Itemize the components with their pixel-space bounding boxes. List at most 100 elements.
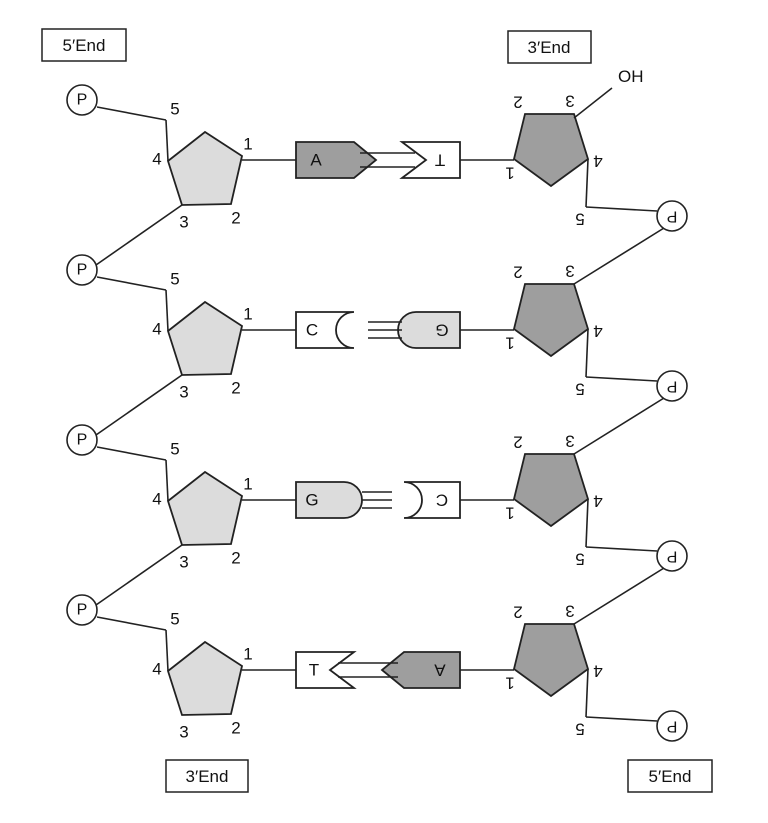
base-letter-right: G [435, 321, 448, 340]
phosphate-label: P [667, 208, 678, 225]
c5-bond [585, 498, 589, 548]
deoxyribose-sugar-left [166, 640, 244, 716]
phosphate-bond [96, 106, 167, 121]
base-guanine [295, 481, 363, 519]
phosphate-label: P [77, 602, 88, 619]
base-letter-left: C [306, 321, 318, 340]
base-thymine [295, 651, 357, 689]
carbon-label-3: 3 [179, 723, 188, 742]
base-guanine [397, 311, 461, 349]
carbon-label-1: 1 [243, 305, 252, 324]
deoxyribose-sugar-left [166, 130, 244, 206]
phosphate-label: P [77, 432, 88, 449]
carbon-label-3: 3 [565, 432, 574, 451]
phosphate-label: P [77, 262, 88, 279]
carbon-label-3: 3 [565, 262, 574, 281]
carbon-label-1: 1 [505, 674, 514, 693]
deoxyribose-sugar-right [512, 113, 590, 188]
deoxyribose-sugar-left [166, 300, 244, 376]
phosphate-group: P [656, 710, 688, 742]
phosphate-circle [656, 370, 688, 402]
phosphate-group: P [656, 200, 688, 232]
carbon-label-2: 2 [231, 719, 240, 738]
phosphate-bond [585, 716, 658, 722]
phosphate-bond [585, 546, 658, 552]
deoxyribose-sugar-right [512, 453, 590, 528]
phosphate-group: P [66, 254, 98, 286]
base-letter-right: A [434, 661, 446, 680]
carbon-label-4: 4 [593, 152, 602, 171]
phosphate-circle [656, 710, 688, 742]
carbon-label-4: 4 [152, 660, 161, 679]
carbon-label-4: 4 [593, 492, 602, 511]
carbon-label-3: 3 [565, 602, 574, 621]
carbon-label-3: 3 [179, 553, 188, 572]
carbon-label-5: 5 [575, 720, 584, 739]
base-letter-left: A [310, 151, 322, 170]
c5-bond [165, 629, 169, 672]
phosphodiester-bond [95, 374, 183, 436]
base-letter-left: G [305, 491, 318, 510]
base-cytosine [403, 481, 461, 519]
phosphate-group: P [656, 370, 688, 402]
deoxyribose-sugar-right [512, 283, 590, 358]
base-adenine [380, 651, 461, 689]
phosphodiester-bond [573, 227, 665, 285]
carbon-label-5: 5 [170, 440, 179, 459]
base-adenine [295, 141, 378, 179]
c5-bond [585, 668, 589, 718]
phosphate-circle [66, 254, 98, 286]
base-thymine [399, 141, 461, 179]
base-letter-right: T [435, 151, 445, 170]
carbon-label-4: 4 [593, 662, 602, 681]
phosphate-bond [585, 206, 658, 212]
carbon-label-2: 2 [231, 379, 240, 398]
carbon-label-4: 4 [593, 322, 602, 341]
end-label-text: 5′End [649, 767, 692, 786]
carbon-label-5: 5 [170, 270, 179, 289]
end-label-top-left: 5′End [41, 28, 127, 62]
phosphate-group: P [66, 84, 98, 116]
phosphate-label: P [77, 92, 88, 109]
end-label-top-right: 3′End [507, 30, 592, 64]
phosphate-bond [585, 376, 658, 382]
c5-bond [585, 158, 589, 208]
carbon-label-5: 5 [575, 210, 584, 229]
end-label-text: 3′End [186, 767, 229, 786]
c5-bond [165, 289, 169, 332]
hydroxyl-bond [573, 87, 613, 119]
base-cytosine [295, 311, 355, 349]
phosphodiester-bond [573, 397, 665, 455]
phosphate-circle [656, 200, 688, 232]
carbon-label-2: 2 [513, 93, 522, 112]
carbon-label-1: 1 [243, 135, 252, 154]
deoxyribose-sugar-left [166, 470, 244, 546]
end-label-bottom-right: 5′End [627, 759, 713, 793]
phosphodiester-bond [573, 567, 665, 625]
c5-bond [165, 459, 169, 502]
phosphate-bond [96, 446, 167, 461]
carbon-label-3: 3 [565, 92, 574, 111]
carbon-label-2: 2 [513, 433, 522, 452]
hydroxyl-label: OH [618, 67, 644, 86]
phosphate-circle [66, 424, 98, 456]
carbon-label-2: 2 [231, 209, 240, 228]
phosphodiester-bond [95, 544, 183, 606]
base-letter-left: T [309, 661, 319, 680]
base-letter-right: C [436, 491, 448, 510]
deoxyribose-sugar-right [512, 623, 590, 698]
right-nucleotide: 3 2 4 1 5 P [460, 602, 688, 742]
carbon-label-3: 3 [179, 383, 188, 402]
carbon-label-1: 1 [243, 475, 252, 494]
carbon-label-2: 2 [513, 603, 522, 622]
carbon-label-1: 1 [243, 645, 252, 664]
